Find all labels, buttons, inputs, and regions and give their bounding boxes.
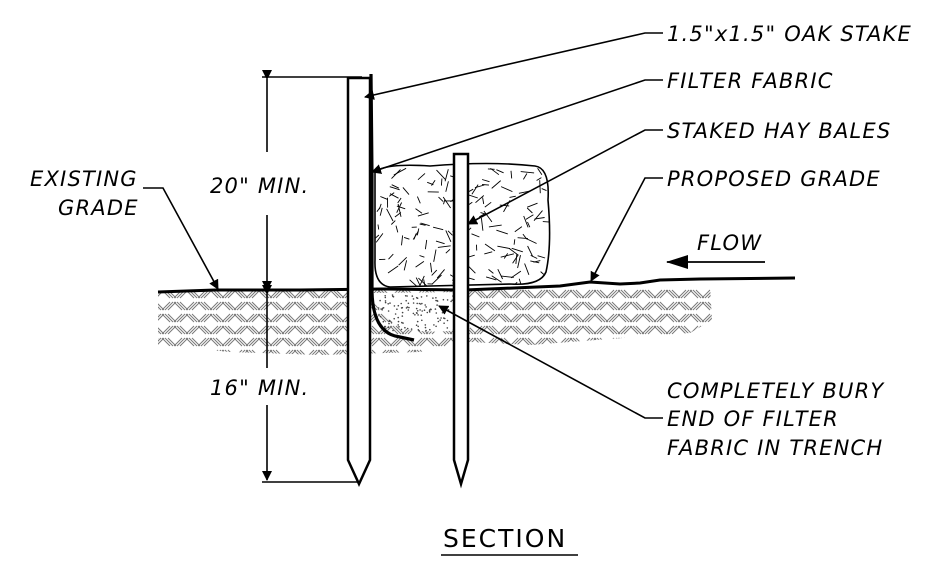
label-dim-below: 16" MIN. <box>210 376 309 400</box>
leader-existing-grade <box>143 188 218 289</box>
leader-proposed-grade <box>591 178 663 281</box>
label-existing-grade-2: GRADE <box>58 196 139 220</box>
leader-bury-fabric <box>439 306 663 418</box>
label-filter-fabric: FILTER FABRIC <box>667 69 834 93</box>
oak-stake-left <box>348 78 370 484</box>
label-bury-1: COMPLETELY BURY <box>667 379 885 403</box>
oak-stake-right <box>454 154 468 484</box>
label-staked-hay-bales: STAKED HAY BALES <box>667 119 891 143</box>
label-bury-2: END OF FILTER <box>667 407 839 431</box>
label-dim-above: 20" MIN. <box>210 174 309 198</box>
label-existing-grade-1: EXISTING <box>30 167 138 191</box>
leader-oak-stake <box>365 33 663 97</box>
leader-filter-fabric <box>372 80 663 172</box>
label-bury-3: FABRIC IN TRENCH <box>667 436 883 460</box>
label-oak-stake: 1.5"x1.5" OAK STAKE <box>667 22 912 46</box>
label-flow: FLOW <box>697 231 762 255</box>
section-title: SECTION <box>443 524 567 553</box>
label-proposed-grade: PROPOSED GRADE <box>667 167 881 191</box>
